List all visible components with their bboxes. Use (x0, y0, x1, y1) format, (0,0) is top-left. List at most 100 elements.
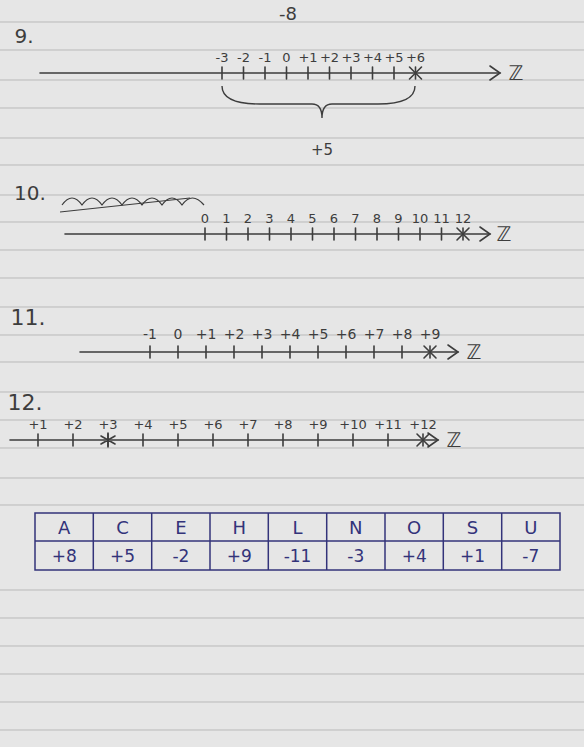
pencil-stroke (441, 228, 443, 240)
handwritten-label: 8 (373, 212, 381, 225)
pencil-stroke (424, 346, 436, 358)
brace (222, 86, 415, 118)
pencil-stroke (261, 346, 263, 358)
pencil-stroke (345, 346, 347, 358)
handwritten-label: 10 (412, 212, 429, 225)
pencil-stroke (317, 434, 319, 446)
pencil-stroke (282, 434, 284, 446)
handwritten-label: 5 (308, 212, 316, 225)
handwritten-label: 6 (330, 212, 338, 225)
pencil-stroke (142, 434, 144, 446)
handwritten-label: +5 (308, 327, 329, 341)
handwritten-label: +10 (339, 418, 366, 431)
handwritten-label: +4 (280, 327, 301, 341)
handwritten-label: +7 (364, 327, 385, 341)
handwritten-label: +9 (420, 327, 441, 341)
pencil-stroke (10, 439, 438, 441)
handwritten-label: +5 (168, 418, 187, 431)
handwritten-label: 7 (351, 212, 359, 225)
pencil-stroke (398, 228, 400, 240)
scribble (60, 198, 204, 212)
handwritten-label: +2 (63, 418, 82, 431)
handwritten-label: +6 (336, 327, 357, 341)
handwritten-label: +1 (298, 51, 317, 64)
handwritten-label: -3 (347, 548, 364, 565)
handwritten-label: ℤ (497, 224, 512, 244)
pencil-stroke (490, 66, 500, 80)
pencil-stroke (212, 434, 214, 446)
pencil-stroke (448, 345, 458, 359)
handwritten-label: -7 (522, 548, 539, 565)
handwritten-label: +11 (374, 418, 401, 431)
handwritten-label: 12 (455, 212, 472, 225)
pencil-stroke (317, 346, 319, 358)
pencil-stroke (40, 72, 500, 74)
handwritten-label: -1 (143, 327, 157, 341)
handwritten-label: -1 (259, 51, 272, 64)
handwritten-label: 11. (11, 307, 46, 329)
handwritten-label: O (407, 519, 421, 537)
answer-table (35, 513, 560, 570)
handwritten-label: 0 (282, 51, 290, 64)
ruled-lines (0, 22, 584, 730)
handwritten-label: +8 (52, 548, 77, 565)
handwritten-label: +9 (227, 548, 252, 565)
pencil-stroke (393, 67, 395, 79)
handwritten-label: 9 (394, 212, 402, 225)
pencil-stroke (177, 434, 179, 446)
handwritten-label: +3 (98, 418, 117, 431)
handwritten-label: -11 (284, 548, 312, 565)
handwritten-label: +2 (224, 327, 245, 341)
pencil-stroke (221, 67, 223, 79)
handwritten-label: 4 (287, 212, 295, 225)
handwritten-label: +8 (273, 418, 292, 431)
pencil-stroke (352, 434, 354, 446)
pencil-stroke (417, 434, 429, 446)
pencil-stroke (329, 67, 331, 79)
pencil-stroke (312, 228, 314, 240)
handwritten-label: +5 (384, 51, 403, 64)
pencil-stroke (355, 228, 357, 240)
handwritten-label: +1 (460, 548, 485, 565)
pencil-stroke (37, 434, 39, 446)
handwritten-label: 1 (222, 212, 230, 225)
handwritten-label: ℤ (509, 63, 524, 83)
handwritten-label: 2 (244, 212, 252, 225)
pencil-stroke (373, 346, 375, 358)
handwritten-label: 0 (201, 212, 209, 225)
pencil-stroke (387, 434, 389, 446)
pencil-stroke (428, 433, 438, 447)
handwritten-label: E (175, 519, 186, 537)
handwritten-label: +6 (203, 418, 222, 431)
handwritten-label: 11 (433, 212, 450, 225)
pencil-stroke (333, 228, 335, 240)
handwritten-label: +5 (311, 143, 333, 158)
handwritten-label: +1 (196, 327, 217, 341)
pencil-stroke (289, 346, 291, 358)
handwritten-label: 12. (8, 392, 43, 414)
number-lines (10, 66, 500, 447)
pencil-stroke (410, 67, 422, 79)
handwritten-label: 10. (14, 183, 46, 203)
handwritten-label: 9. (14, 26, 33, 46)
handwritten-label: 0 (174, 327, 183, 341)
handwritten-label: +4 (133, 418, 152, 431)
handwritten-label: 3 (265, 212, 273, 225)
handwritten-label: +3 (252, 327, 273, 341)
handwritten-label: +1 (28, 418, 47, 431)
handwritten-label: C (116, 519, 129, 537)
handwritten-label: L (293, 519, 303, 537)
handwritten-label: +5 (110, 548, 135, 565)
handwritten-label: +9 (308, 418, 327, 431)
pencil-stroke (205, 346, 207, 358)
pencil-stroke (350, 67, 352, 79)
pencil-stroke (65, 233, 490, 235)
pencil-stroke (307, 67, 309, 79)
handwritten-label: A (58, 519, 70, 537)
pencil-stroke (226, 228, 228, 240)
pencil-stroke (401, 346, 403, 358)
pencil-stroke (247, 228, 249, 240)
handwritten-label: -2 (172, 548, 189, 565)
handwritten-label: ℤ (467, 342, 482, 362)
